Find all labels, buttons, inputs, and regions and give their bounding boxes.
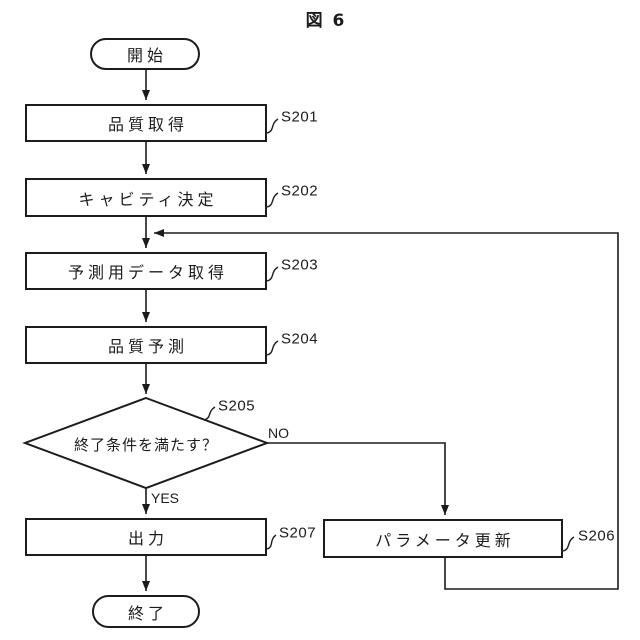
decision-s205-label: 終了条件を満たす？ xyxy=(73,436,218,454)
branch-label-no: NO xyxy=(268,425,289,441)
step-s206-box: パラメータ更新 xyxy=(323,519,563,558)
figure-title: 図 6 xyxy=(305,11,347,31)
leader-s207 xyxy=(266,534,277,550)
step-id-s206: S206 xyxy=(578,527,616,545)
leader-s203 xyxy=(266,266,279,282)
connector-s205-no-to-s206 xyxy=(267,442,449,515)
branch-label-yes: YES xyxy=(151,490,180,506)
start-node-label: 開始 xyxy=(126,46,167,65)
step-s204-box: 品質予測 xyxy=(25,326,267,364)
connector-s206-loop-to-s203 xyxy=(154,229,619,590)
step-s201-label: 品質取得 xyxy=(107,115,188,134)
step-s207-label: 出力 xyxy=(127,529,168,548)
leader-s205 xyxy=(203,406,216,421)
leader-s202 xyxy=(266,192,279,208)
step-id-s201: S201 xyxy=(281,108,319,126)
leader-s201 xyxy=(266,118,279,134)
step-s202-label: キャビティ決定 xyxy=(78,189,218,209)
step-s202-box: キャビティ決定 xyxy=(25,178,267,217)
leader-s206 xyxy=(562,536,575,552)
step-id-s204: S204 xyxy=(281,330,319,348)
start-node: 開始 xyxy=(90,38,200,70)
step-s204-label: 品質予測 xyxy=(107,337,188,356)
end-node-label: 終了 xyxy=(127,603,168,623)
step-s203-label: 予測用データ取得 xyxy=(67,263,228,282)
step-id-s205: S205 xyxy=(218,397,256,415)
step-s207-box: 出力 xyxy=(25,518,267,556)
step-s203-box: 予測用データ取得 xyxy=(25,252,267,290)
step-id-s207: S207 xyxy=(279,524,317,542)
end-node: 終了 xyxy=(92,595,200,628)
decision-s205-shape xyxy=(22,396,270,490)
step-id-s203: S203 xyxy=(281,256,319,274)
step-s206-label: パラメータ更新 xyxy=(375,530,515,550)
step-s201-box: 品質取得 xyxy=(25,104,267,142)
leader-s204 xyxy=(266,340,279,356)
step-id-s202: S202 xyxy=(281,182,319,200)
